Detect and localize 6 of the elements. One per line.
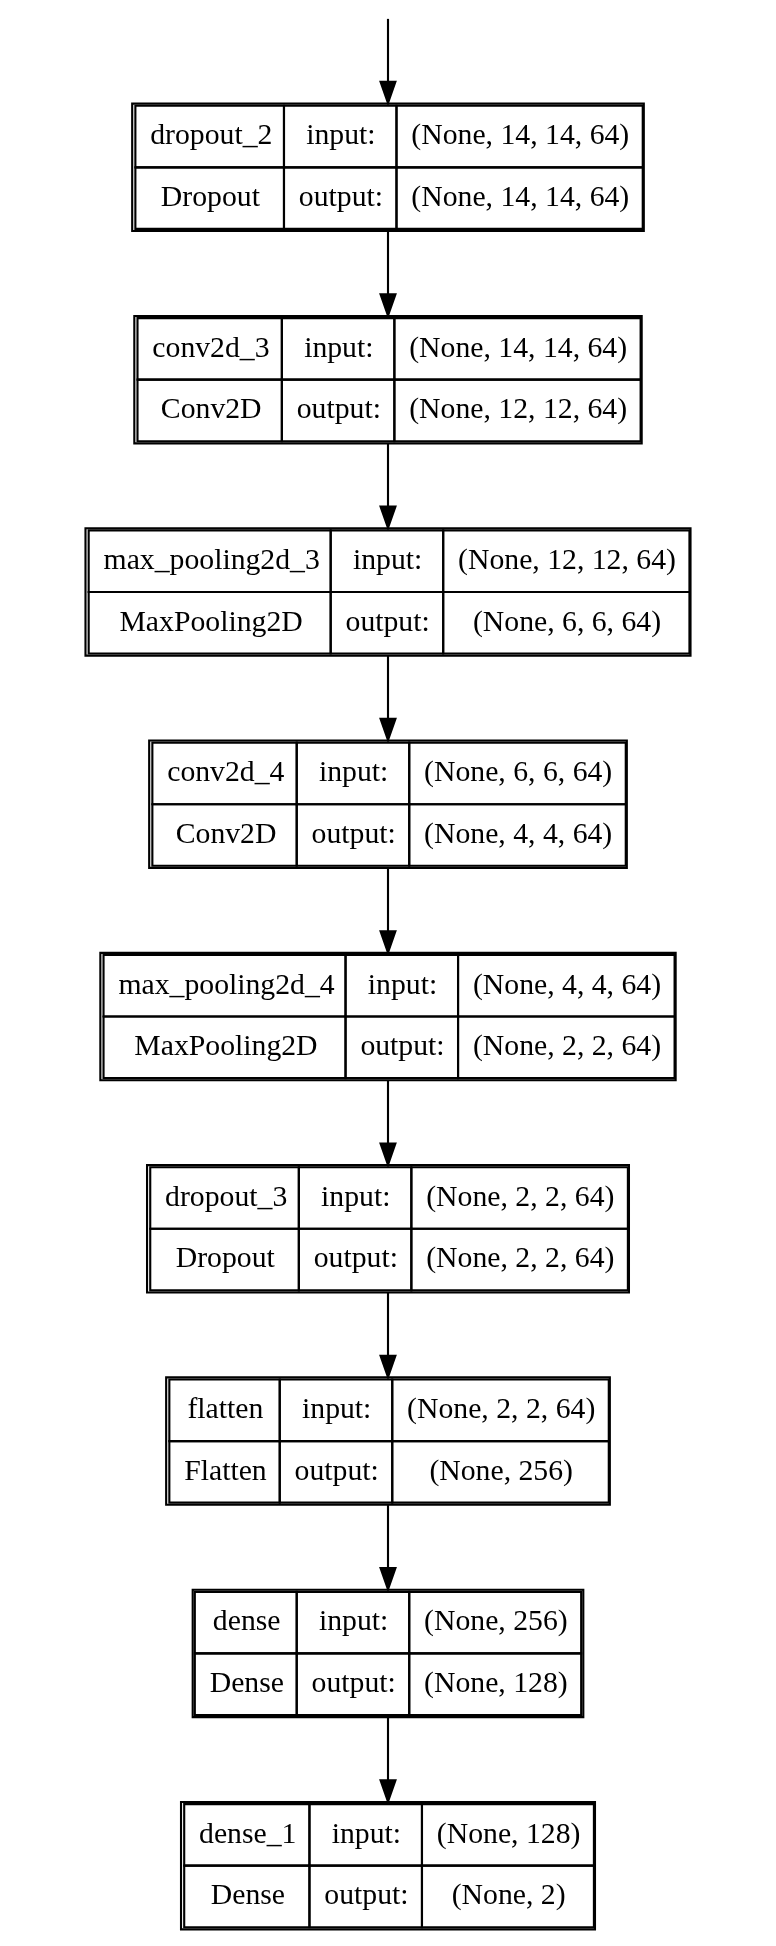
arrow (379, 443, 397, 532)
arrow (379, 1080, 397, 1168)
arrow (379, 1505, 397, 1593)
arrow (379, 655, 397, 744)
arrow (379, 1292, 397, 1381)
arrow (379, 18, 397, 107)
